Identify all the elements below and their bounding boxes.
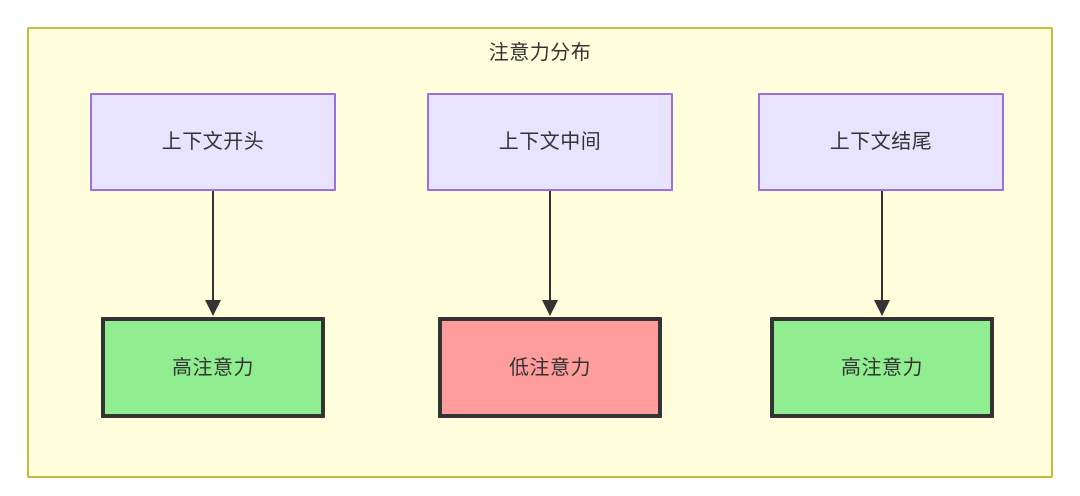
node-context-end[interactable]: 上下文结尾 [758, 93, 1004, 191]
node-attention-middle[interactable]: 低注意力 [438, 317, 662, 418]
node-attention-start[interactable]: 高注意力 [101, 317, 325, 418]
subgraph-title: 注意力分布 [488, 42, 592, 64]
node-context-start[interactable]: 上下文开头 [90, 93, 336, 191]
node-attention-end[interactable]: 高注意力 [770, 317, 994, 418]
node-context-middle[interactable]: 上下文中间 [427, 93, 673, 191]
